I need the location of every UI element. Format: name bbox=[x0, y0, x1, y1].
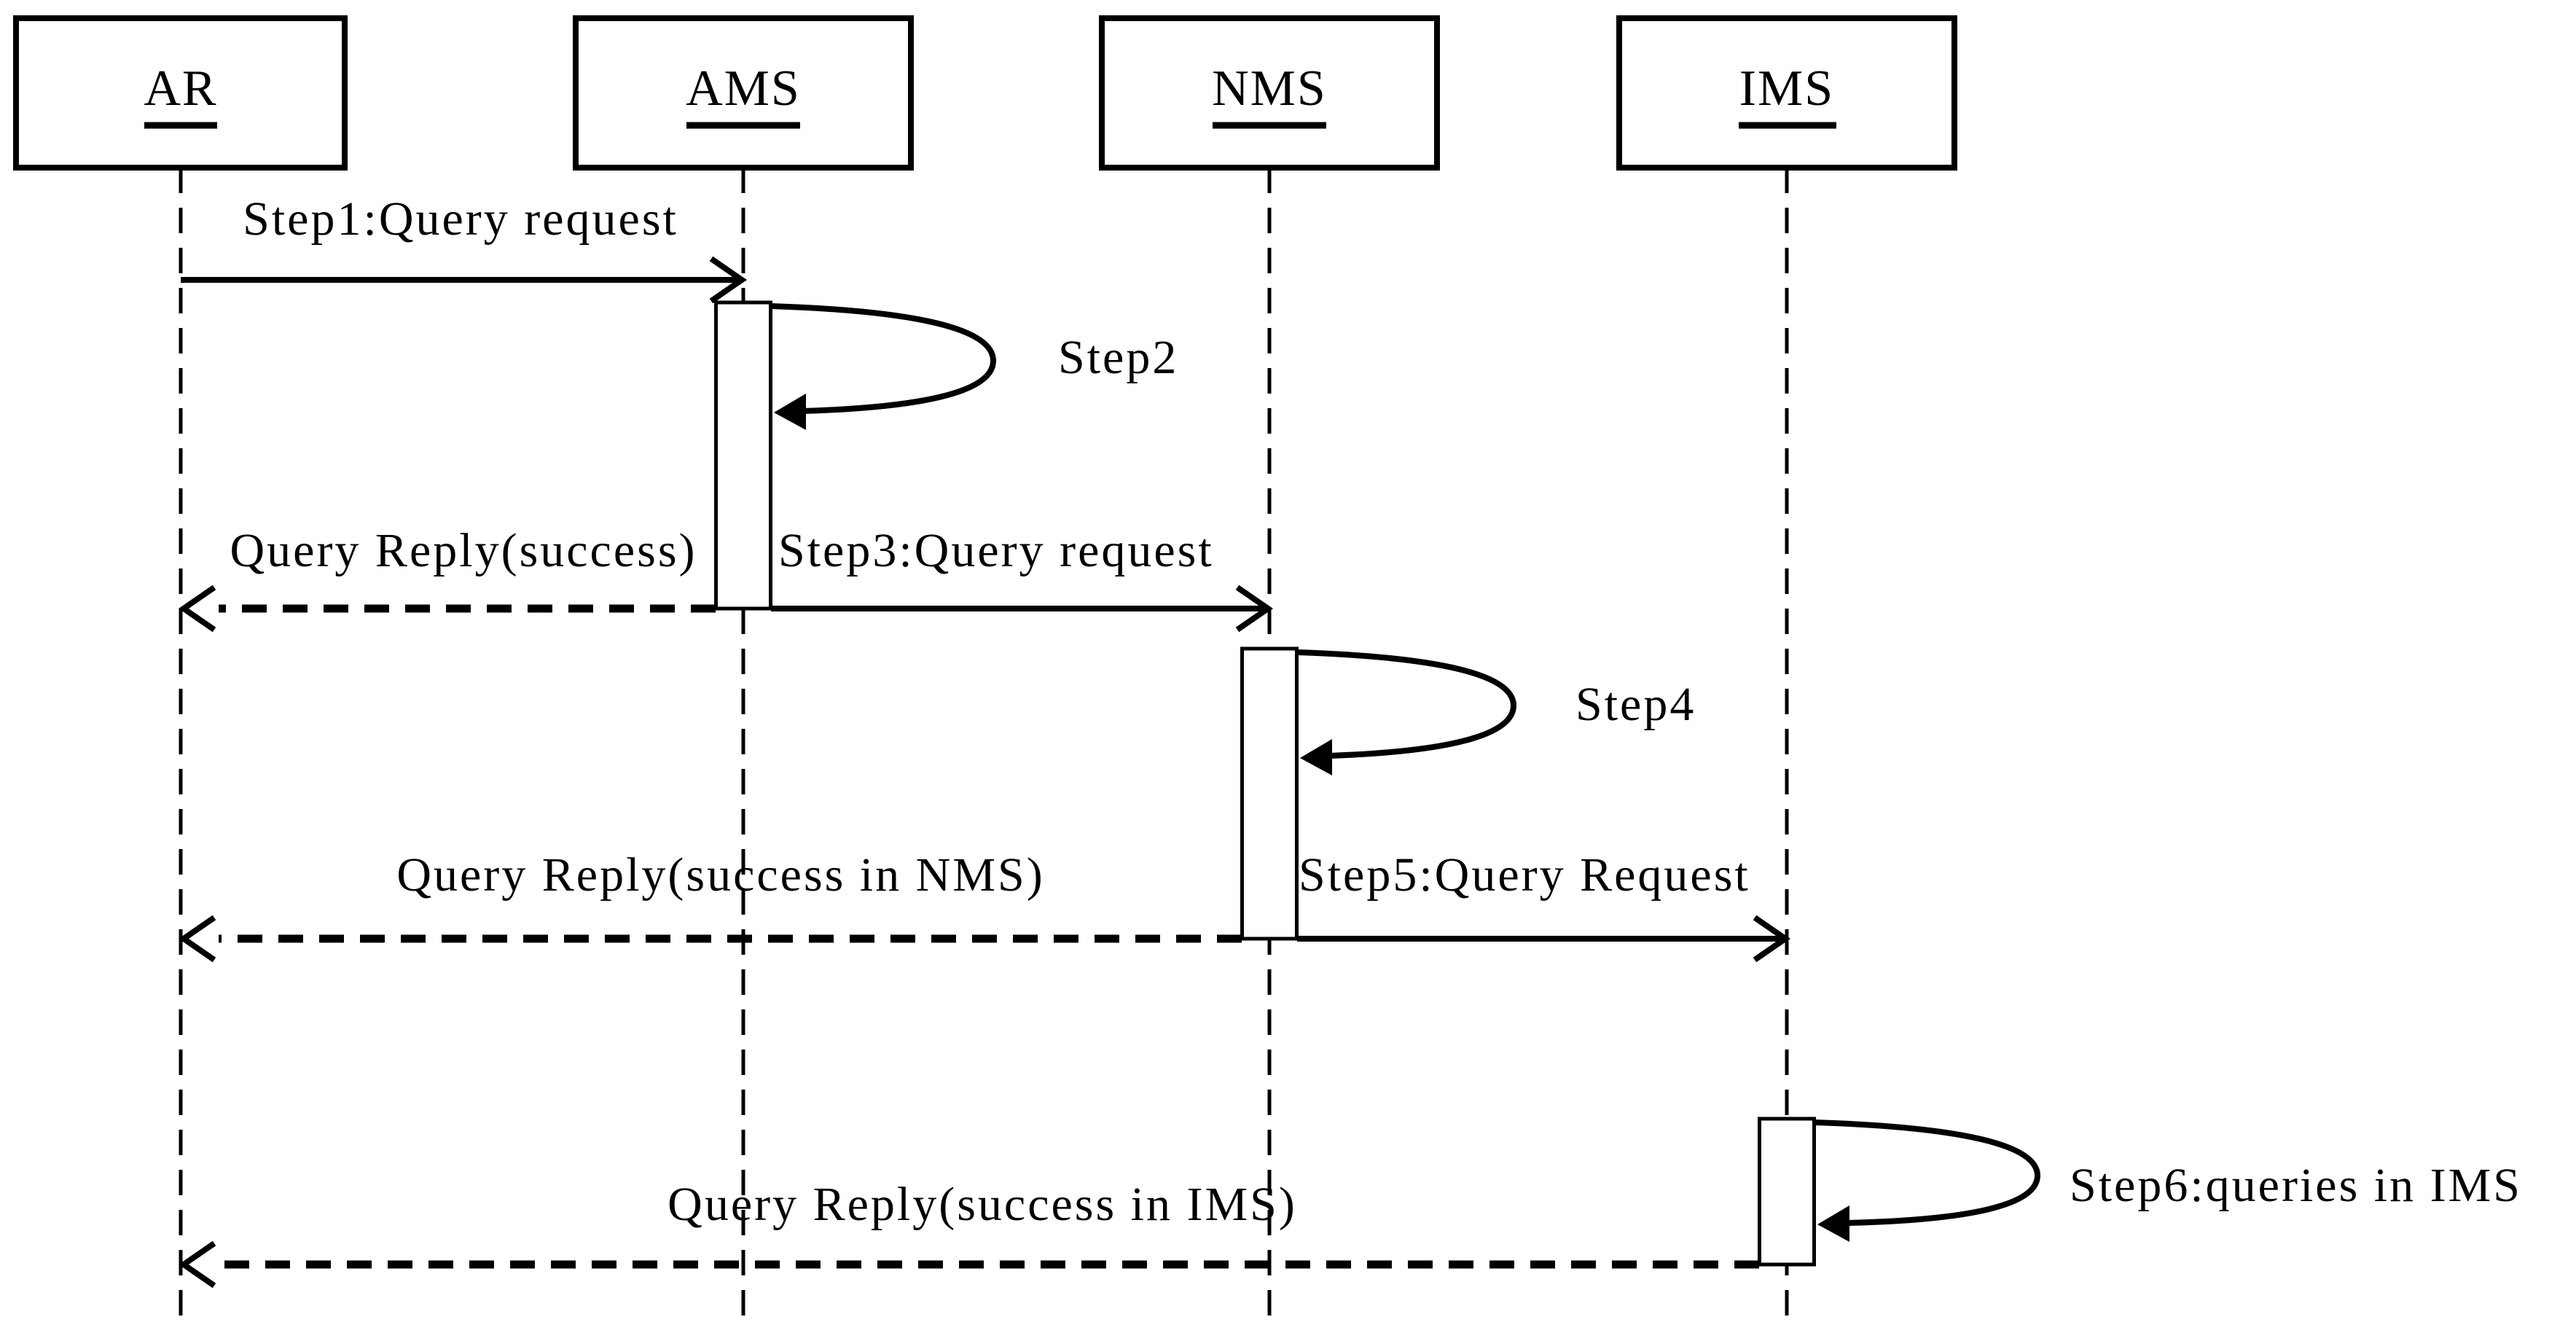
message-label-step6: Step6:queries in IMS bbox=[2070, 1159, 2522, 1212]
arrowhead-step5 bbox=[1753, 915, 1791, 963]
participant-label-ar: AR bbox=[144, 60, 217, 117]
message-label-step3: Step3:Query request bbox=[778, 524, 1214, 577]
message-label-reply1: Query Reply(success) bbox=[230, 524, 697, 577]
message-label-reply3: Query Reply(success in IMS) bbox=[668, 1178, 1297, 1231]
activation-ims bbox=[1758, 1117, 1816, 1267]
message-label-step2: Step2 bbox=[1058, 331, 1178, 384]
message-label-step4: Step4 bbox=[1575, 678, 1696, 731]
self-loop-step2 bbox=[770, 303, 997, 414]
arrowhead-step6 bbox=[1817, 1205, 1849, 1242]
arrowhead-step2 bbox=[774, 394, 806, 430]
participant-label-nms: NMS bbox=[1212, 60, 1327, 117]
arrowhead-reply3 bbox=[178, 1240, 216, 1289]
participant-box-ims bbox=[1616, 15, 1957, 171]
activation-nms bbox=[1240, 646, 1299, 941]
arrowhead-step1 bbox=[709, 256, 748, 304]
message-label-step5: Step5:Query Request bbox=[1299, 848, 1750, 902]
participant-box-nms bbox=[1099, 15, 1440, 171]
arrowhead-step4 bbox=[1300, 739, 1332, 775]
arrowhead-reply1 bbox=[178, 585, 216, 633]
self-loop-step4 bbox=[1296, 649, 1517, 759]
participant-box-ar bbox=[13, 15, 348, 171]
participant-label-ams: AMS bbox=[686, 60, 801, 117]
self-loop-step6 bbox=[1814, 1119, 2041, 1226]
message-label-reply2: Query Reply(success in NMS) bbox=[396, 848, 1044, 902]
activation-ams bbox=[714, 300, 772, 611]
arrowhead-step3 bbox=[1235, 585, 1274, 633]
participant-box-ams bbox=[573, 15, 914, 171]
arrowhead-reply2 bbox=[178, 915, 216, 963]
participant-label-ims: IMS bbox=[1739, 60, 1834, 117]
message-label-step1: Step1:Query request bbox=[243, 192, 678, 246]
